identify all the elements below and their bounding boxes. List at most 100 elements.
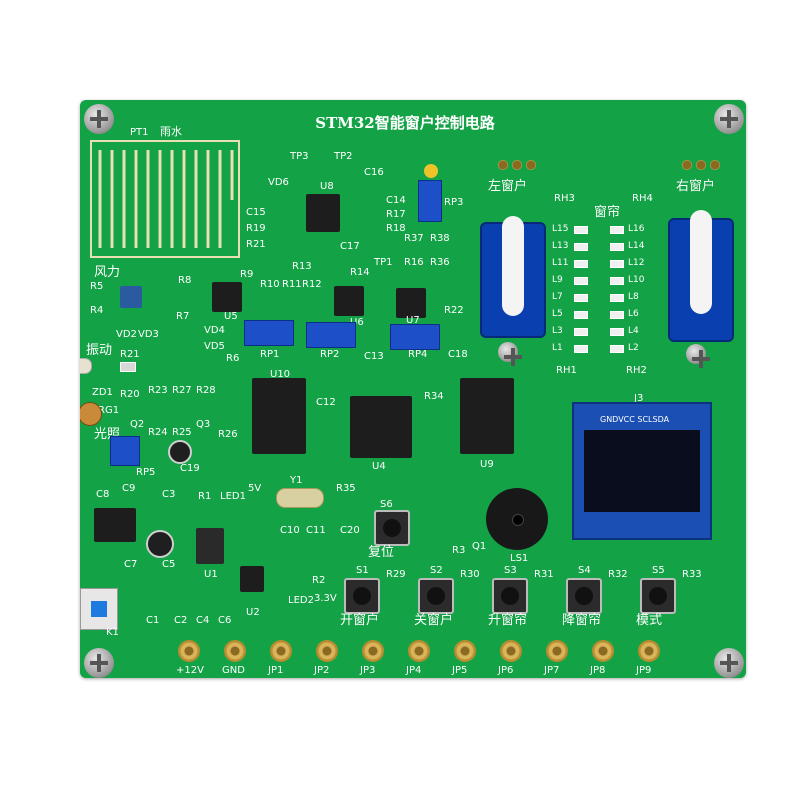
rp1-label: RP1 (260, 349, 280, 360)
r21-label: R21 (120, 349, 140, 360)
r7-label: R7 (176, 311, 190, 322)
curtain-led-label: L13 (552, 241, 569, 251)
power-switch-knob[interactable] (91, 601, 107, 617)
rp4-label: RP4 (408, 349, 428, 360)
r8-label: R8 (178, 275, 192, 286)
button-ref-label: S5 (652, 565, 665, 576)
u4-label: U4 (372, 461, 386, 472)
r1-label: R1 (198, 491, 212, 502)
vibration-label: 振动 (86, 343, 113, 358)
pot-rp3[interactable] (418, 180, 442, 222)
reset-button[interactable] (374, 510, 410, 546)
curtain-led-label: L11 (552, 258, 569, 268)
vd2-label: VD2 (116, 329, 137, 340)
function-button-2[interactable] (418, 578, 454, 614)
function-button-3[interactable] (492, 578, 528, 614)
curtain-led (574, 328, 588, 336)
jumper-pin[interactable] (638, 640, 660, 662)
curtain-led-label: L1 (552, 343, 563, 353)
jumper-pin[interactable] (408, 640, 430, 662)
curtain-led-label: L10 (628, 275, 645, 285)
vd5-label: VD5 (204, 341, 225, 352)
curtain-led (610, 260, 624, 268)
function-button-label: 模式 (636, 613, 663, 628)
jumper-pin[interactable] (546, 640, 568, 662)
k1-label: K1 (106, 627, 119, 638)
r18-label: R18 (386, 223, 406, 234)
c9-label: C9 (122, 483, 136, 494)
function-button-label: 开窗户 (340, 613, 380, 628)
function-button-5[interactable] (640, 578, 676, 614)
function-button-4[interactable] (566, 578, 602, 614)
right-window-label: 右窗户 (676, 179, 716, 194)
left-servo-horn (502, 216, 524, 316)
c6-label: C6 (218, 615, 232, 626)
c20-label: C20 (340, 525, 360, 536)
reset-label: 复位 (368, 545, 395, 560)
chip-u6 (334, 286, 364, 316)
left-window-label: 左窗户 (488, 179, 528, 194)
jumper-pin[interactable] (454, 640, 476, 662)
c1-label: C1 (146, 615, 160, 626)
crystal-y1 (276, 488, 324, 508)
jumper-pin[interactable] (362, 640, 384, 662)
r6-label: R6 (226, 353, 240, 364)
c8-label: C8 (96, 489, 110, 500)
button-resistor-label: R33 (682, 569, 702, 580)
right-servo-header-3 (710, 160, 720, 170)
pot-rp1[interactable] (244, 320, 294, 346)
left-servo-header-2 (512, 160, 522, 170)
screw-bottom-left (84, 648, 114, 678)
jumper-pin[interactable] (316, 640, 338, 662)
u7-label: U7 (406, 315, 420, 326)
u5-label: U5 (224, 311, 238, 322)
light-sensor (80, 402, 102, 426)
chip-u10 (252, 378, 306, 454)
curtain-label: 窗帘 (594, 205, 621, 220)
function-button-1[interactable] (344, 578, 380, 614)
jumper-pin[interactable] (224, 640, 246, 662)
function-button-label: 升窗帘 (488, 613, 528, 628)
curtain-led (574, 226, 588, 234)
pot-rp3-knob[interactable] (424, 164, 438, 178)
curtain-led-label: L7 (552, 292, 563, 302)
rp5-label: RP5 (136, 467, 156, 478)
jumper-pin[interactable] (178, 640, 200, 662)
pot-rp5[interactable] (110, 436, 140, 466)
curtain-led (574, 260, 588, 268)
c19-label: C19 (180, 463, 200, 474)
ls1-label: LS1 (510, 553, 529, 564)
jumper-pin[interactable] (500, 640, 522, 662)
curtain-led (610, 345, 624, 353)
left-servo-screw (498, 342, 522, 366)
button-resistor-label: R32 (608, 569, 628, 580)
vibration-sensor (80, 358, 92, 374)
power-switch[interactable] (80, 588, 118, 630)
function-button-label: 关窗户 (414, 613, 454, 628)
left-servo-header (498, 160, 508, 170)
c5-label: C5 (162, 559, 176, 570)
chip-u7 (396, 288, 426, 318)
screw-top-right (714, 104, 744, 134)
pot-rp4[interactable] (390, 324, 440, 350)
rain-sensor-pad (90, 140, 240, 258)
jumper-pin[interactable] (270, 640, 292, 662)
jumper-pin[interactable] (592, 640, 614, 662)
r9-label: R9 (240, 269, 254, 280)
chip-u5 (212, 282, 242, 312)
curtain-led-label: L6 (628, 309, 639, 319)
r26-label: R27 (172, 385, 192, 396)
jumper-pin-label: JP4 (406, 665, 422, 676)
u1-label: U1 (204, 569, 218, 580)
jumper-pin-label: JP2 (314, 665, 330, 676)
curtain-led (574, 243, 588, 251)
curtain-led-label: L8 (628, 292, 639, 302)
zd1-label: ZD1 (92, 387, 113, 398)
curtain-led (610, 226, 624, 234)
y1-label: Y1 (290, 475, 303, 486)
r14-label: R14 (350, 267, 370, 278)
pot-rp2[interactable] (306, 322, 356, 348)
chip-mcu-u4 (350, 396, 412, 458)
cap-c19 (168, 440, 192, 464)
r15-label: R16 (404, 257, 424, 268)
